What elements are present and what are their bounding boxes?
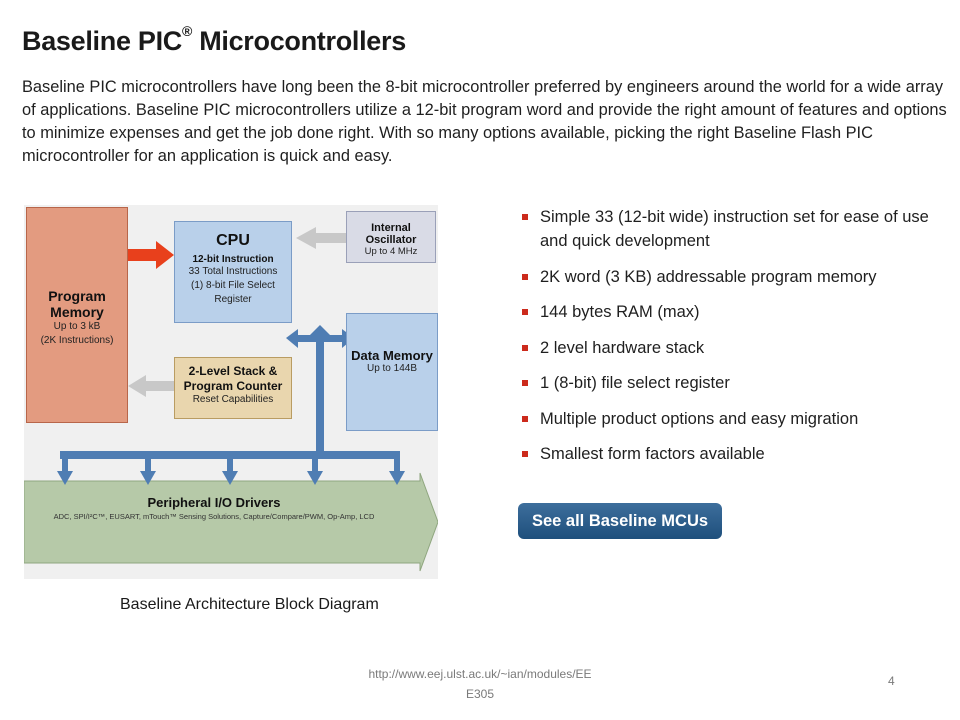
stack-title-1: 2-Level Stack & xyxy=(188,364,278,378)
bullet-icon xyxy=(522,214,528,220)
cpu-fsr: (1) 8-bit File Select Register xyxy=(191,280,275,305)
cpu-block: CPU 12-bit Instruction 33 Total Instruct… xyxy=(174,221,292,323)
feature-text: 2K word (3 KB) addressable program memor… xyxy=(540,267,877,286)
stack-title-2: Program Counter xyxy=(183,379,283,393)
feature-text: Smallest form factors available xyxy=(540,445,765,463)
data-memory-size: Up to 144B xyxy=(366,363,418,374)
list-item: 144 bytes RAM (max) xyxy=(520,300,950,324)
program-memory-instructions: (2K Instructions) xyxy=(40,335,114,346)
red-arrow-shaft xyxy=(128,249,158,261)
feature-text: 144 bytes RAM (max) xyxy=(540,303,700,321)
title-text-rest: Microcontrollers xyxy=(192,26,406,56)
stack-reset: Reset Capabilities xyxy=(192,394,274,405)
feature-list: Simple 33 (12-bit wide) instruction set … xyxy=(520,205,950,478)
feature-text: Multiple product options and easy migrat… xyxy=(540,409,859,428)
data-memory-block: Data Memory Up to 144B xyxy=(346,313,438,431)
list-item: 1 (8-bit) file select register xyxy=(520,371,950,395)
oscillator-block: Internal Oscillator Up to 4 MHz xyxy=(346,211,436,263)
peripheral-title: Peripheral I/O Drivers xyxy=(147,495,281,510)
diagram-caption: Baseline Architecture Block Diagram xyxy=(120,596,379,613)
footer-url-line-2: E305 xyxy=(465,687,495,701)
program-memory-title: Program Memory xyxy=(48,288,106,320)
list-item: 2 level hardware stack xyxy=(520,336,950,360)
feature-text: 2 level hardware stack xyxy=(540,338,705,357)
grey-arrow-stack xyxy=(128,375,146,397)
see-all-mcus-button[interactable]: See all Baseline MCUs xyxy=(518,503,722,539)
list-item: Smallest form factors available xyxy=(520,442,950,466)
program-memory-block: Program Memory Up to 3 kB (2K Instructio… xyxy=(26,207,128,423)
footer-url[interactable]: http://www.eej.ulst.ac.uk/~ian/modules/E… xyxy=(300,664,660,704)
bullet-icon xyxy=(522,380,528,386)
oscillator-title: Internal Oscillator xyxy=(365,222,417,246)
peripheral-block: Peripheral I/O Drivers ADC, SPI/I²C™, EU… xyxy=(24,495,404,521)
page-number: 4 xyxy=(888,674,895,688)
stack-block: 2-Level Stack & Program Counter Reset Ca… xyxy=(174,357,292,419)
grey-arrow-osc xyxy=(296,227,316,249)
bus-drops xyxy=(57,455,405,485)
cpu-subtitle: 12-bit Instruction xyxy=(192,254,274,265)
list-item: Multiple product options and easy migrat… xyxy=(520,407,950,431)
feature-text: Simple 33 (12-bit wide) instruction set … xyxy=(540,208,929,250)
bullet-icon xyxy=(522,344,528,351)
data-memory-title: Data Memory xyxy=(351,348,433,363)
footer-url-line-1: http://www.eej.ulst.ac.uk/~ian/modules/E… xyxy=(368,667,592,681)
list-item: 2K word (3 KB) addressable program memor… xyxy=(520,265,950,289)
bullet-icon xyxy=(522,273,528,280)
peripheral-arrow xyxy=(24,472,438,572)
block-diagram: Program Memory Up to 3 kB (2K Instructio… xyxy=(24,205,438,579)
bullet-icon xyxy=(522,415,528,422)
bullet-icon xyxy=(522,309,528,315)
list-item: Simple 33 (12-bit wide) instruction set … xyxy=(520,205,950,253)
registered-mark: ® xyxy=(181,23,192,39)
cpu-instructions: 33 Total Instructions xyxy=(188,266,278,277)
red-arrow-head xyxy=(156,241,174,269)
bullet-icon xyxy=(522,451,528,457)
program-memory-size: Up to 3 kB xyxy=(53,321,101,332)
cpu-title: CPU xyxy=(216,232,250,249)
feature-text: 1 (8-bit) file select register xyxy=(540,374,730,392)
bus-vertical xyxy=(316,335,324,457)
intro-paragraph: Baseline PIC microcontrollers have long … xyxy=(22,78,947,165)
oscillator-frequency: Up to 4 MHz xyxy=(364,246,418,257)
slide-title: Baseline PIC® Microcontrollers xyxy=(22,23,406,57)
peripheral-list: ADC, SPI/I²C™, EUSART, mTouch™ Sensing S… xyxy=(53,512,375,521)
title-text: Baseline PIC xyxy=(22,26,182,56)
